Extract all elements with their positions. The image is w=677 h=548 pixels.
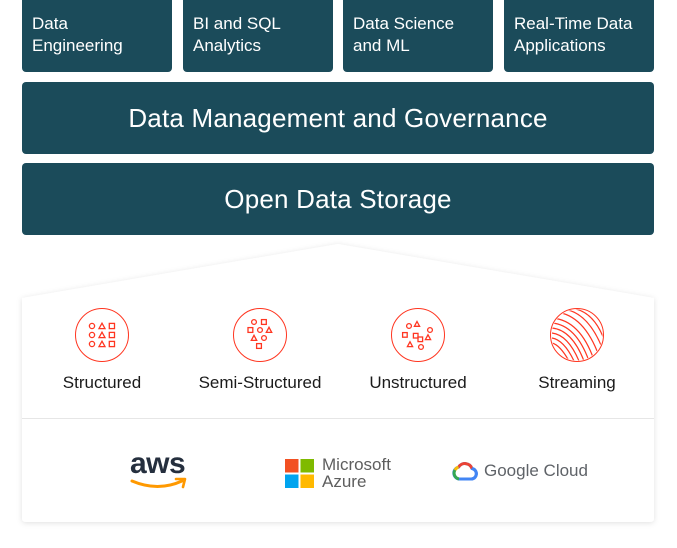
data-type-structured: Structured	[22, 308, 182, 393]
azure-label-line2: Azure	[322, 472, 367, 491]
storage-label: Open Data Storage	[224, 183, 452, 214]
azure-label: Microsoft Azure	[322, 456, 391, 490]
data-type-streaming: Streaming	[497, 308, 657, 393]
workload-tile-realtime: Real-Time Data Applications	[504, 0, 654, 72]
azure-label-line1: Microsoft	[322, 455, 391, 474]
workload-tile-data-engineering: Data Engineering	[22, 0, 172, 72]
microsoft-logo-icon	[285, 458, 314, 488]
workload-tile-line1: BI and SQL	[193, 14, 281, 33]
data-type-label: Semi-Structured	[198, 373, 322, 392]
semi-structured-data-icon	[233, 308, 287, 362]
workload-tile-line2: Applications	[514, 36, 606, 55]
workload-tile-line2: Engineering	[32, 36, 123, 55]
workload-tile-line2: Analytics	[193, 36, 262, 55]
workload-tile-data-science: Data Science and ML	[343, 0, 493, 72]
aws-smile-icon	[130, 477, 187, 489]
workload-tile-line2: and ML	[353, 36, 410, 55]
unstructured-data-icon	[391, 308, 445, 362]
data-type-semi-structured: Semi-Structured	[180, 308, 340, 393]
cloud-azure: Microsoft Azure	[285, 456, 391, 490]
house-divider	[22, 418, 654, 419]
governance-layer: Data Management and Governance	[22, 82, 654, 154]
data-type-label: Unstructured	[369, 373, 467, 392]
governance-label: Data Management and Governance	[128, 102, 548, 133]
cloud-google: Google Cloud	[452, 460, 588, 482]
aws-logo-text: aws	[130, 447, 186, 480]
google-cloud-label: Google Cloud	[484, 461, 588, 481]
workload-tile-bi-sql: BI and SQL Analytics	[183, 0, 333, 72]
google-cloud-label-rest: Cloud	[538, 461, 588, 480]
workload-tile-line1: Data Science	[353, 14, 455, 33]
data-type-label: Structured	[62, 373, 142, 392]
storage-layer: Open Data Storage	[22, 163, 654, 235]
google-cloud-label-bold: Google	[484, 461, 539, 480]
workload-tile-line1: Data	[32, 14, 68, 33]
structured-data-icon	[75, 308, 129, 362]
workload-tile-line1: Real-Time Data	[514, 14, 633, 33]
streaming-data-icon	[550, 308, 604, 362]
cloud-aws: aws	[128, 447, 190, 494]
data-type-label: Streaming	[538, 373, 616, 392]
house-outline	[22, 244, 654, 522]
google-cloud-icon	[452, 462, 478, 481]
data-type-unstructured: Unstructured	[338, 308, 498, 393]
